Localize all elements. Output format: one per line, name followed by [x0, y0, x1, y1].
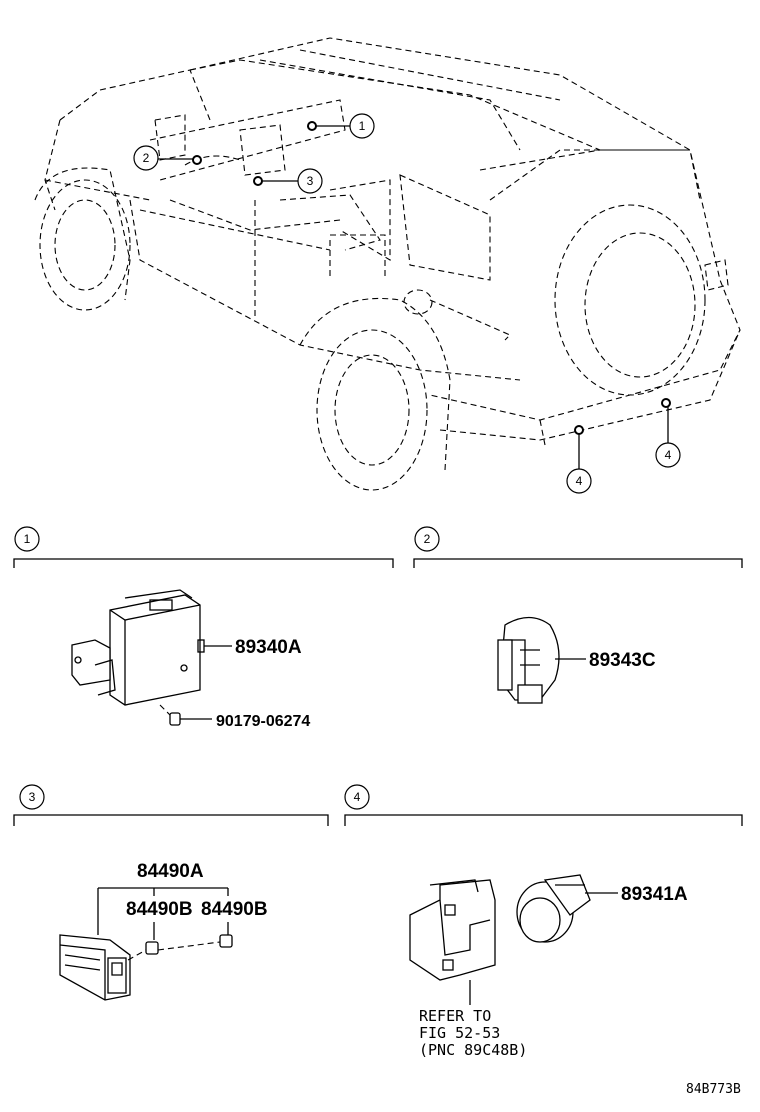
part-89340A-label: 89340A	[235, 637, 302, 658]
section-4: 4 89341A REFER TO FIG 52-53 (PNC 89C48B)	[344, 784, 743, 1059]
refer-note-line2: FIG 52-53	[419, 1024, 500, 1042]
callout-1: 1	[359, 119, 366, 133]
vehicle-outline	[34, 37, 741, 491]
section-1: 1 89340A 90179-06274	[13, 526, 394, 730]
sensor-bracket	[409, 879, 496, 1005]
section-1-number: 1	[24, 532, 31, 546]
part-84490A-label: 84490A	[137, 861, 204, 882]
part-89341A-label: 89341A	[621, 884, 688, 905]
refer-note-line1: REFER TO	[419, 1007, 491, 1025]
screw	[159, 704, 212, 726]
part-89343C-label: 89343C	[589, 650, 656, 671]
section-2-number: 2	[424, 532, 431, 546]
callout-4a: 4	[576, 474, 583, 488]
switch-84490A	[59, 934, 131, 1001]
section-4-number: 4	[354, 790, 361, 804]
computer-assembly	[71, 589, 205, 706]
sensor-89341A	[516, 874, 591, 943]
callout-4b: 4	[665, 448, 672, 462]
section-3: 3 84490A 84490B 84490B	[13, 784, 329, 1001]
callout-3: 3	[307, 174, 314, 188]
refer-note-line3: (PNC 89C48B)	[419, 1041, 527, 1059]
vehicle-callouts: 1 2 3 4 4	[133, 113, 681, 494]
clip-2	[219, 934, 233, 948]
figure-code: 84B773B	[686, 1082, 741, 1097]
section-2: 2 89343C	[413, 526, 743, 704]
callout-2: 2	[143, 151, 150, 165]
sensor-89343C	[497, 616, 560, 704]
part-84490B-label-1: 84490B	[126, 899, 193, 920]
part-84490B-label-2: 84490B	[201, 899, 268, 920]
section-3-number: 3	[29, 790, 36, 804]
clip-1	[145, 941, 159, 955]
part-90179-06274-label: 90179-06274	[216, 713, 310, 730]
